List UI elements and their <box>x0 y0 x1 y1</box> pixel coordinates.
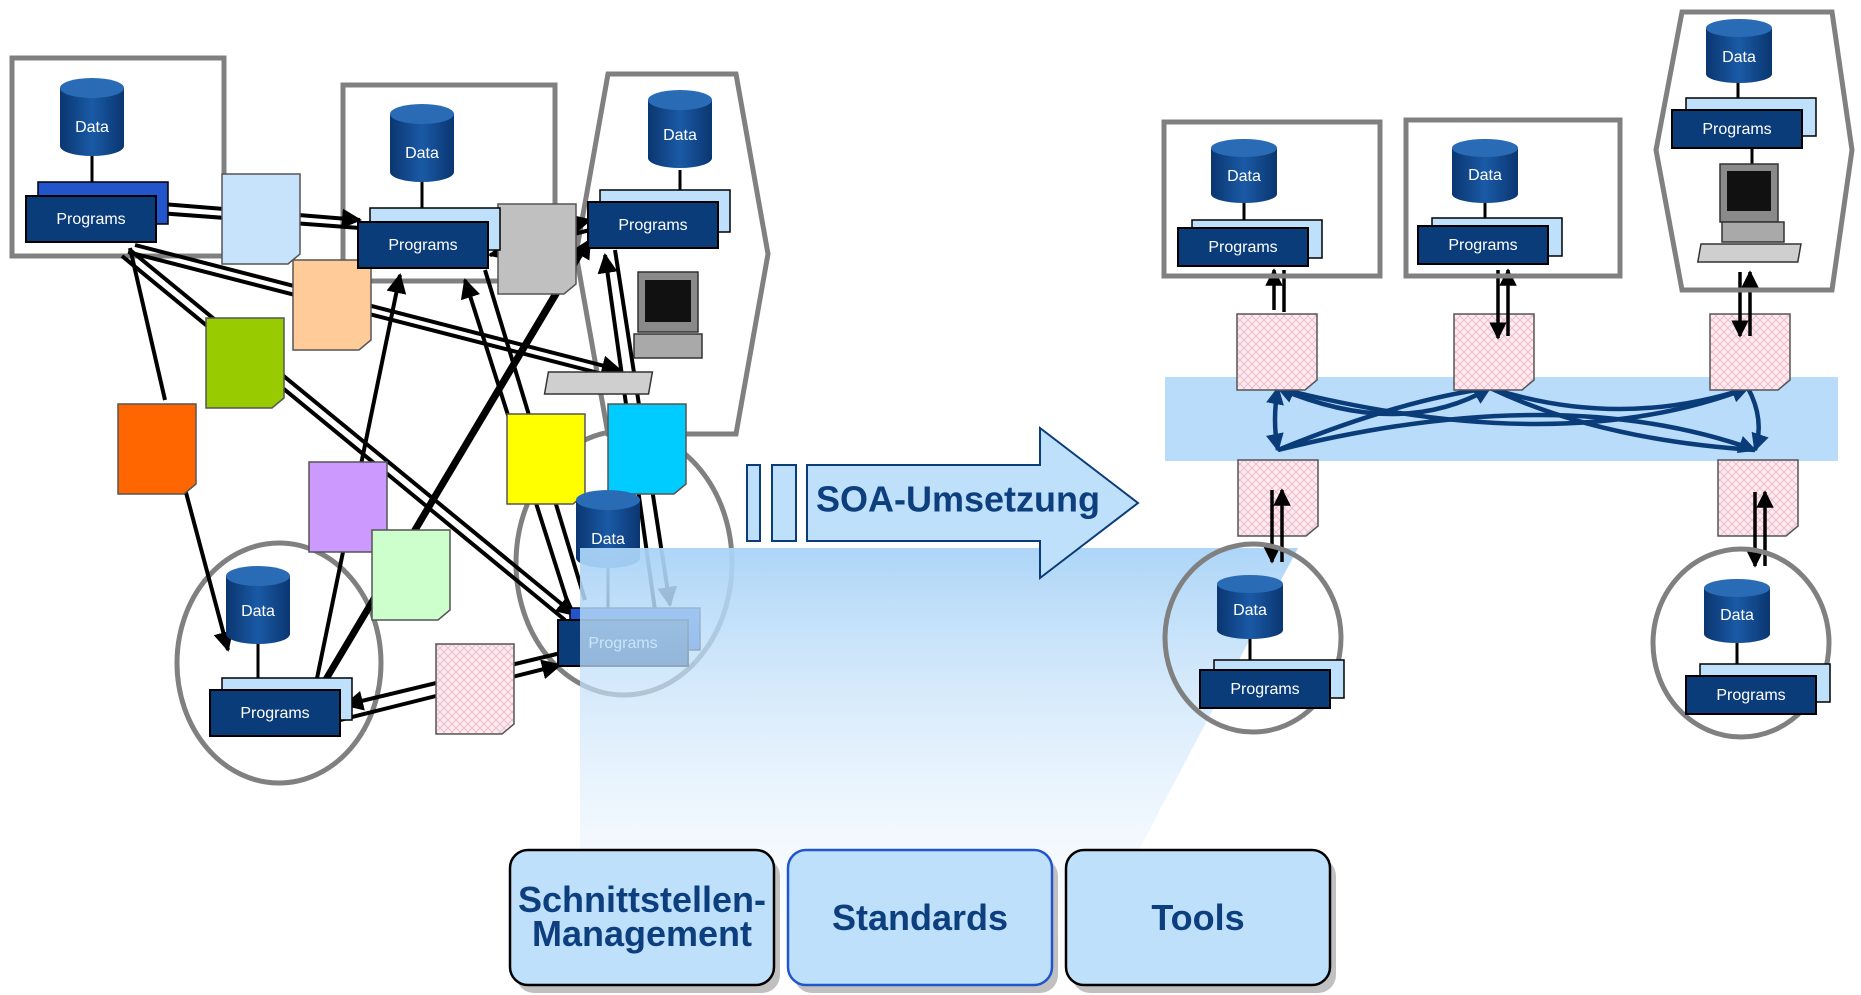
node-2: Data Programs <box>357 104 501 269</box>
service-node-2: Data Programs <box>1417 139 1563 265</box>
system-frame-2 <box>340 82 558 284</box>
node-3: Data Programs <box>543 90 731 395</box>
document-orange <box>117 403 197 495</box>
pillar-label-line1: Standards <box>832 897 1008 938</box>
document-mint <box>371 529 451 621</box>
system-frame-4 <box>174 540 384 786</box>
service-frame-3 <box>1653 9 1855 293</box>
programs-label: Programs <box>618 217 687 234</box>
data-label: Data <box>75 119 109 136</box>
service-frame-4 <box>1162 541 1344 735</box>
service-node-1: Data Programs <box>1177 139 1323 267</box>
computer-icon <box>543 271 703 395</box>
service-frame-1 <box>1161 119 1383 279</box>
programs-label: Programs <box>1702 121 1771 138</box>
legacy-documents <box>117 173 687 735</box>
programs-label: Programs <box>1230 681 1299 698</box>
node-1: Data Programs <box>25 78 169 243</box>
document-green <box>205 317 285 409</box>
pillars: Schnittstellen- Management Standards Too… <box>508 848 1336 993</box>
service-node-3: Data Programs <box>1671 19 1817 263</box>
data-label: Data <box>1722 49 1756 66</box>
data-label: Data <box>405 145 439 162</box>
programs-label: Programs <box>388 237 457 254</box>
data-label: Data <box>1233 602 1267 619</box>
computer-icon <box>1696 163 1802 263</box>
document-pink <box>435 643 515 735</box>
pillar-schnittstellen-management: Schnittstellen- Management <box>508 848 780 993</box>
data-label: Data <box>1468 167 1502 184</box>
document-orange-light <box>292 259 372 351</box>
programs-label: Programs <box>240 705 309 722</box>
pillar-label-line1: Schnittstellen- <box>518 879 766 920</box>
programs-label: Programs <box>1208 239 1277 256</box>
pillar-tools: Tools <box>1064 848 1336 993</box>
document-cyan <box>607 403 687 495</box>
data-label: Data <box>1720 607 1754 624</box>
data-label: Data <box>1227 168 1261 185</box>
pillar-label-line2: Management <box>532 913 752 954</box>
programs-label: Programs <box>56 211 125 228</box>
bus-connections <box>1266 385 1769 454</box>
data-label: Data <box>241 603 275 620</box>
document-gray <box>497 203 577 295</box>
pillar-label-line1: Tools <box>1151 897 1244 938</box>
data-label: Data <box>663 127 697 144</box>
pillar-standards: Standards <box>786 848 1058 993</box>
system-frame-1 <box>9 55 227 259</box>
service-node-4: Data Programs <box>1199 575 1345 709</box>
transition-label: SOA-Umsetzung <box>816 479 1100 520</box>
soa-architecture: Data Programs Data Programs Data Program… <box>1161 9 1855 740</box>
service-frame-2 <box>1403 117 1623 279</box>
service-documents <box>1236 313 1799 537</box>
node-4: Data Programs <box>209 566 353 737</box>
document-light-blue <box>221 173 301 265</box>
programs-label: Programs <box>1448 237 1517 254</box>
data-label: Data <box>591 531 625 548</box>
programs-label: Programs <box>1716 687 1785 704</box>
service-node-5: Data Programs <box>1685 579 1831 715</box>
document-yellow <box>506 413 586 505</box>
service-frame-5 <box>1650 546 1832 740</box>
